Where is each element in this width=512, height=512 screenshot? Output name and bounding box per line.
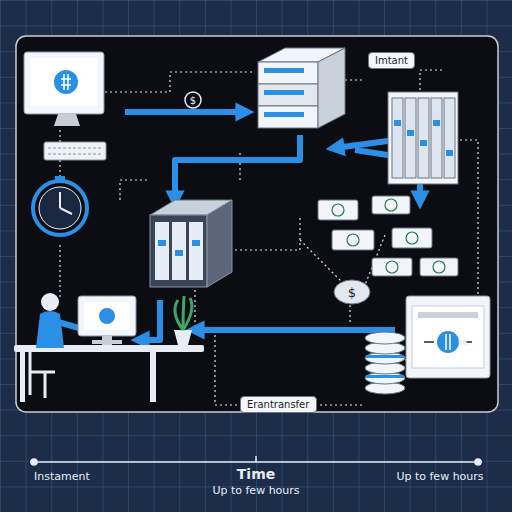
keyboard [44, 142, 106, 160]
flow-arrows [125, 112, 420, 340]
person-at-desk [14, 293, 204, 402]
coin-stack [365, 332, 405, 394]
svg-text:$: $ [348, 285, 356, 300]
timeline-label: Instament [34, 470, 90, 483]
box-label: Erantransfer [247, 399, 310, 410]
timeline-axis [30, 456, 482, 465]
timeline-label: Time [237, 466, 275, 482]
desktop-monitor [24, 52, 104, 126]
clock [33, 176, 87, 235]
server-stack [258, 48, 345, 128]
timeline-label: Up to few hours [212, 484, 299, 497]
label-box: Erantransfer [240, 396, 317, 413]
box-label: Imtant [375, 55, 408, 66]
dollar-coin: $ [334, 280, 370, 304]
dark-panel [16, 36, 498, 412]
timeline-label: Up to few hours [396, 470, 483, 483]
svg-text:$: $ [190, 95, 196, 106]
money-notes [318, 196, 458, 276]
small-coin: $ [185, 92, 201, 108]
label-box: Imtant [368, 52, 415, 69]
central-servers [150, 200, 232, 287]
server-rack [388, 92, 458, 184]
laptop-screen [406, 296, 490, 378]
